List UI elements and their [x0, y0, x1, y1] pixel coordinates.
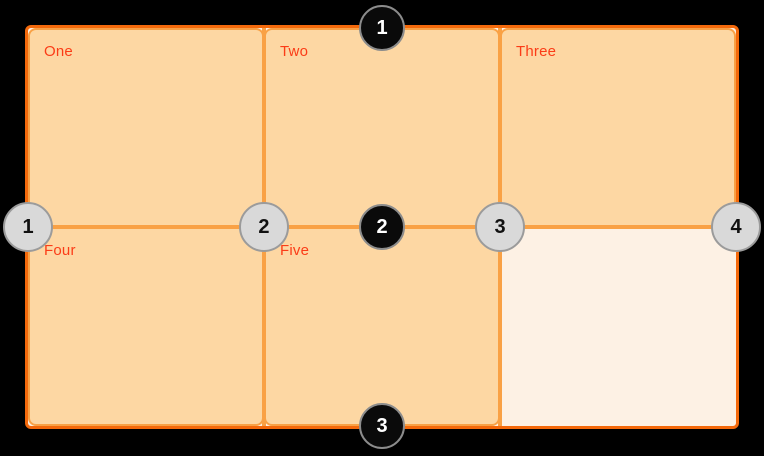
grid-cell-five: Five — [264, 227, 500, 426]
cell-label-four: Four — [44, 242, 76, 259]
cell-label-one: One — [44, 43, 73, 60]
row-line-badge-3: 3 — [359, 403, 405, 449]
column-line-badge-2: 2 — [238, 202, 289, 252]
column-line-badge-4: 4 — [711, 202, 761, 252]
grid-cells: One Two Three Four Five — [28, 28, 736, 426]
grid-cell-empty — [500, 227, 736, 426]
cell-label-two: Two — [280, 43, 309, 60]
row-line-badge-2: 2 — [359, 204, 405, 250]
grid-cell-one: One — [28, 28, 264, 227]
cell-label-three: Three — [516, 43, 557, 60]
cell-label-five: Five — [280, 242, 310, 259]
row-line-badge-1: 1 — [359, 5, 405, 51]
grid-cell-two: Two — [264, 28, 500, 227]
grid-container: One Two Three Four Five 1 2 3 4 1 2 3 — [3, 5, 761, 449]
grid-cell-four: Four — [28, 227, 264, 426]
grid-cell-three: Three — [500, 28, 736, 227]
column-line-badge-1: 1 — [3, 202, 53, 252]
column-line-badge-3: 3 — [475, 202, 525, 252]
